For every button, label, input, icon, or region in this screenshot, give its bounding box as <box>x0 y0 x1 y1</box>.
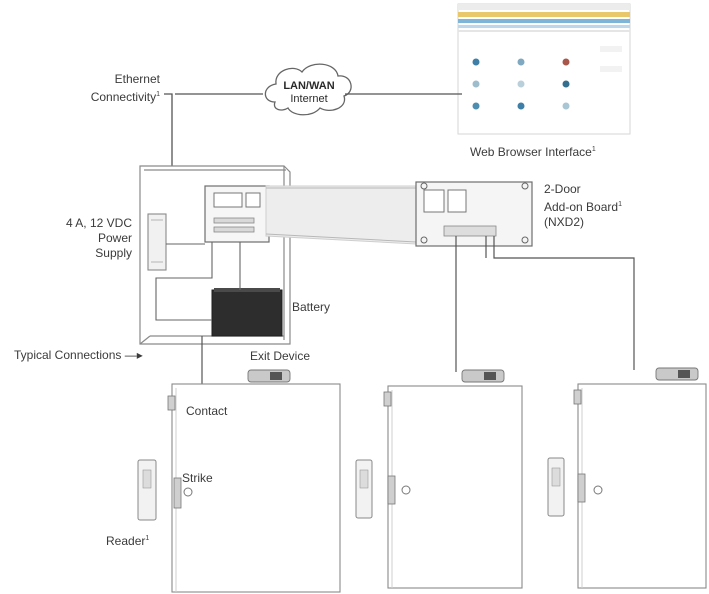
addon-board-nxd2 <box>415 181 533 247</box>
contact-label: Contact <box>186 404 228 418</box>
exit-device-3 <box>655 367 699 381</box>
reader-2 <box>355 459 373 519</box>
power-supply-label: 4 A, 12 VDC Power Supply <box>65 216 132 260</box>
door-1 <box>167 383 341 593</box>
battery <box>211 288 283 337</box>
browser-icon-grid <box>472 58 570 110</box>
power-supply <box>147 213 167 271</box>
door-wiring <box>201 236 635 384</box>
exit-device-2 <box>461 369 505 383</box>
internal-wiring <box>155 242 241 321</box>
reader-3 <box>547 457 565 517</box>
typical-connections-label: Typical Connections —▸ <box>14 348 143 362</box>
door-2 <box>383 385 523 589</box>
exit-device-1 <box>247 369 291 383</box>
reader-label: Reader1 <box>106 534 150 548</box>
lan-wan-cloud <box>264 63 352 116</box>
ethernet-label: Ethernet Connectivity1 <box>90 72 160 104</box>
web-browser-label: Web Browser Interface1 <box>470 145 596 159</box>
battery-label: Battery <box>292 300 331 314</box>
exit-device-label: Exit Device <box>250 349 311 363</box>
main-controller-board <box>204 185 270 243</box>
strike-label: Strike <box>182 471 213 485</box>
cloud-label: LAN/WAN Internet <box>283 80 335 105</box>
reader-1 <box>137 459 157 521</box>
web-browser-screenshot <box>457 3 631 135</box>
door-3 <box>573 383 707 589</box>
addon-board-label: 2-Door Add-on Board1 (NXD2) <box>544 182 622 229</box>
